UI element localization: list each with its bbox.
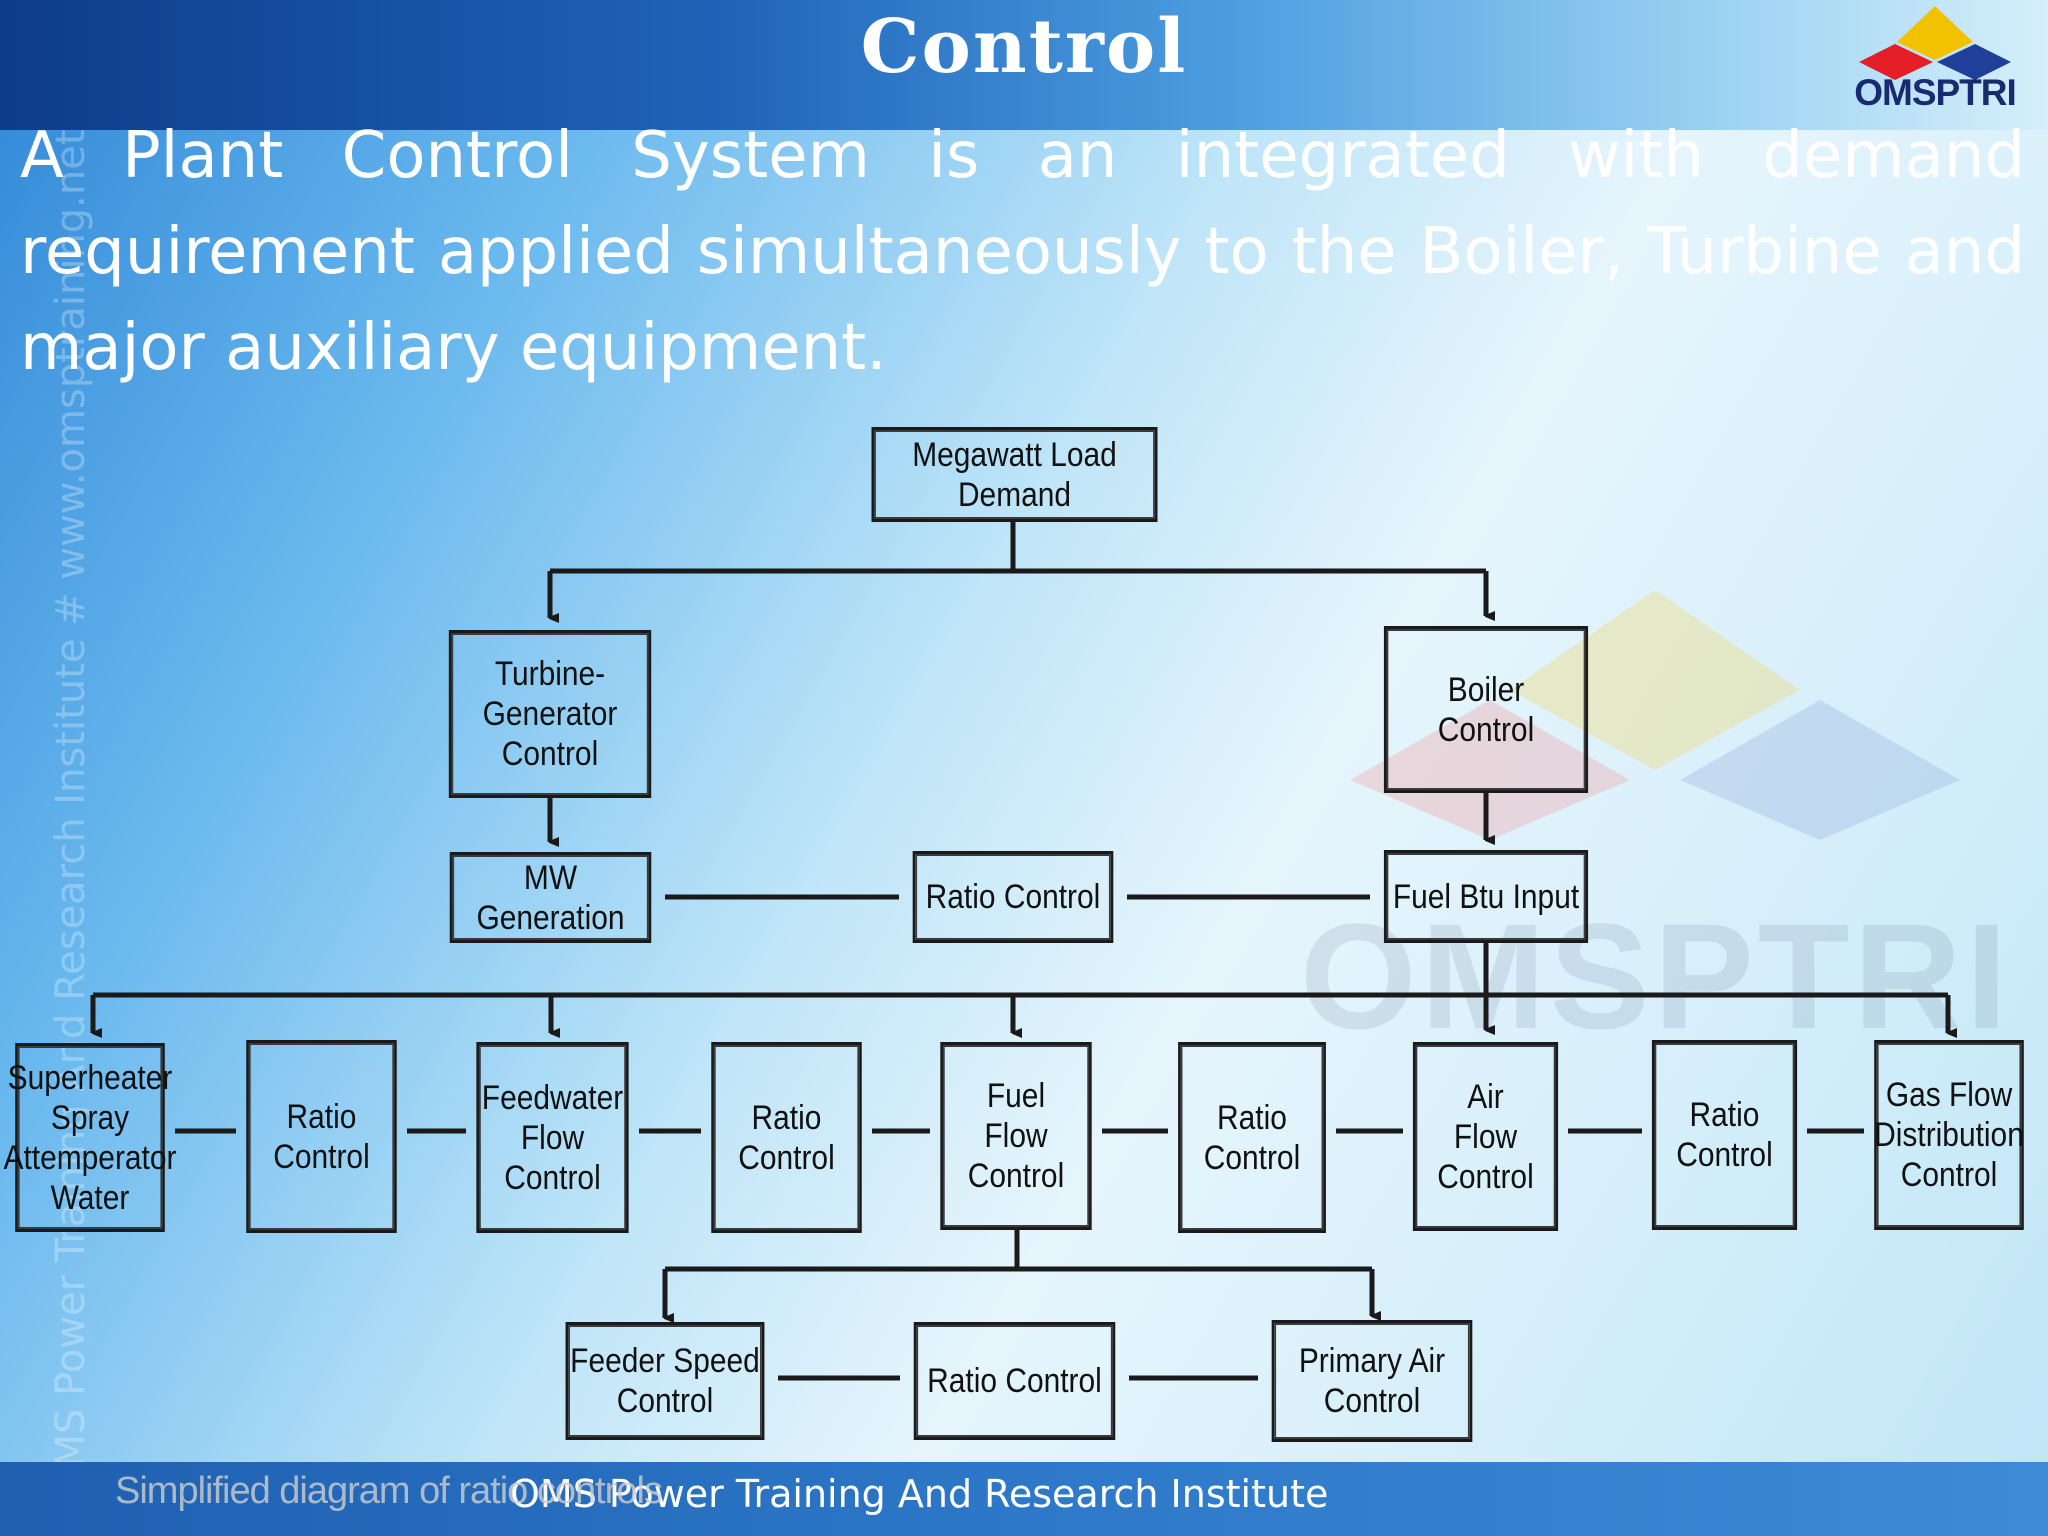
logo-wordmark: OMSPTRI	[1854, 72, 2017, 113]
diagram-caption: Simplified diagram of ratio controls	[115, 1470, 663, 1512]
ratio-control-box-middle: Ratio Control	[912, 851, 1114, 943]
background-logo-text: OMSPTRI	[1300, 892, 2012, 1060]
footer-band	[0, 1462, 2048, 1536]
megawatt-load-demand-box: Megawatt Load Demand	[871, 427, 1158, 522]
feeder-speed-control-box: Feeder Speed Control	[565, 1322, 765, 1440]
ratio-control-box-bottom: Ratio Control	[913, 1322, 1116, 1440]
primary-air-control-box: Primary Air Control	[1271, 1320, 1473, 1442]
boiler-control-box: Boiler Control	[1383, 626, 1589, 793]
turbine-generator-control-box: Turbine- Generator Control	[448, 630, 652, 798]
omsptri-logo-icon	[1859, 6, 2011, 80]
fuel-btu-input-box: Fuel Btu Input	[1383, 850, 1589, 943]
ratio-control-box-4: Ratio Control	[1651, 1040, 1798, 1230]
ratio-control-box-2: Ratio Control	[711, 1042, 862, 1233]
intro-paragraph: A Plant Control System is an integrated …	[20, 119, 2025, 385]
superheater-spray-attemperator-water-box: Superheater Spray Attemperator Water	[4, 1043, 176, 1232]
background-logo-icon	[1350, 590, 1960, 840]
ratio-control-box-1: Ratio Control	[246, 1040, 397, 1233]
mw-generation-box: MW Generation	[449, 852, 652, 943]
ratio-control-box-3: Ratio Control	[1178, 1042, 1326, 1233]
footer-text: OMS Power Training And Research Institut…	[510, 1472, 1329, 1516]
slide-title: Control	[860, 4, 1188, 90]
gas-flow-distribution-control-box: Gas Flow Distribution Control	[1874, 1040, 2024, 1230]
header-band	[0, 0, 2048, 130]
feedwater-flow-control-box: Feedwater Flow Control	[476, 1042, 629, 1233]
fuel-flow-control-box: Fuel Flow Control	[940, 1042, 1092, 1230]
air-flow-control-box: Air Flow Control	[1412, 1042, 1559, 1231]
